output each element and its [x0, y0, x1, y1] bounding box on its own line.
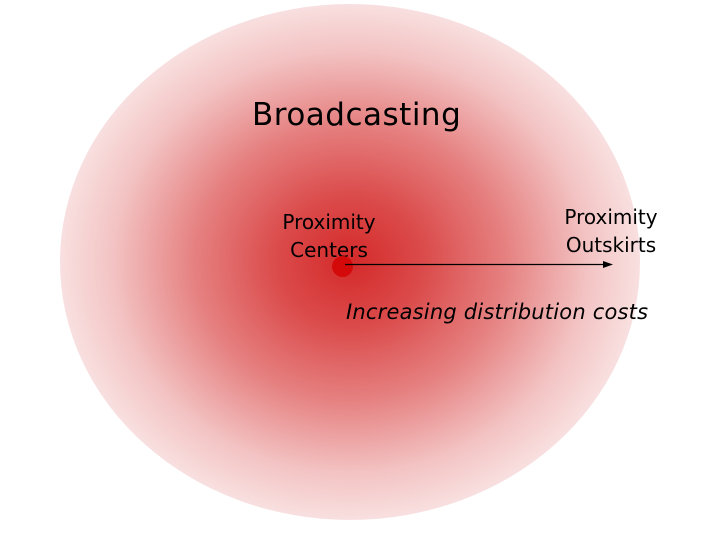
proximity-outskirts-line2: Outskirts [565, 233, 657, 257]
slide-title: Broadcasting [252, 97, 462, 133]
proximity-centers-line1: Proximity [282, 210, 376, 234]
arrow-caption: Increasing distribution costs [346, 300, 649, 324]
proximity-outskirts-label: Proximity Outskirts [548, 203, 674, 259]
center-dot-icon [332, 256, 353, 277]
proximity-centers-label: Proximity Centers [268, 208, 390, 264]
proximity-outskirts-line1: Proximity [564, 205, 658, 229]
proximity-centers-line2: Centers [290, 238, 368, 262]
